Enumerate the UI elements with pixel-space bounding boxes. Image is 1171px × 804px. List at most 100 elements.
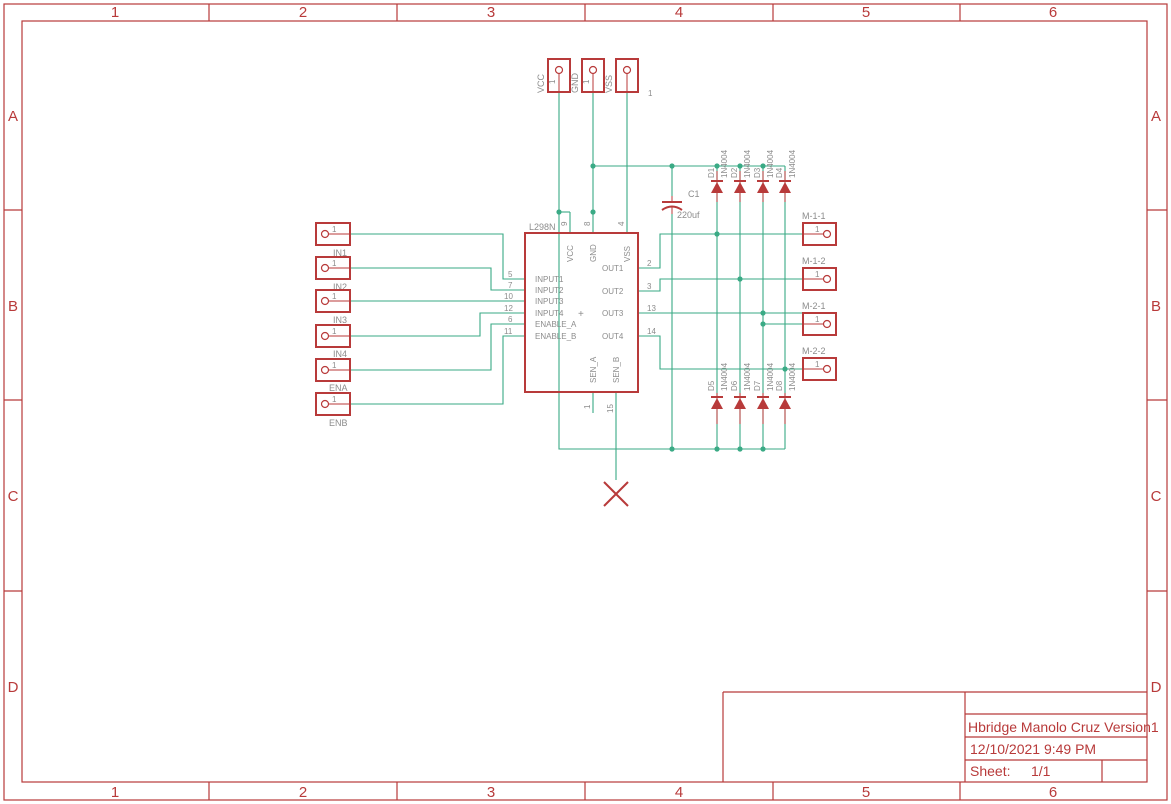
- col-label: 3: [487, 784, 495, 801]
- ic-pin-label: SEN_A: [589, 356, 598, 383]
- motor-connector-m21[interactable]: 1 M-2-1: [802, 301, 837, 336]
- ic-pin-number: 6: [508, 315, 513, 324]
- connector-name: GND: [570, 73, 580, 94]
- capacitor-name: C1: [688, 189, 700, 199]
- motor-connector-m12[interactable]: 1 M-1-2: [802, 256, 837, 291]
- connector-pin: 1: [332, 361, 337, 370]
- connector-pin: 1: [548, 79, 557, 84]
- row-label: C: [1151, 488, 1162, 505]
- diode-d3[interactable]: D3 1N4004: [753, 149, 775, 202]
- power-connector-vcc[interactable]: VCC 1: [536, 58, 571, 93]
- input-connector-in2[interactable]: 1 IN2: [315, 256, 351, 292]
- col-label: 5: [862, 784, 870, 801]
- connector-pin: 1: [332, 327, 337, 336]
- row-label: D: [8, 679, 19, 696]
- title-block-date: 12/10/2021 9:49 PM: [970, 741, 1096, 757]
- connector-name: IN3: [333, 315, 347, 325]
- diode-d8[interactable]: D8 1N4004: [775, 362, 797, 424]
- ic-pin-number: 13: [647, 304, 656, 313]
- motor-connector-m22[interactable]: 1 M-2-2: [802, 346, 837, 381]
- diode-d7[interactable]: D7 1N4004: [753, 362, 775, 424]
- power-connector-gnd[interactable]: GND 1: [570, 58, 605, 94]
- ic-pin-number: 10: [504, 292, 513, 301]
- col-label: 4: [675, 4, 683, 21]
- title-block-sheet-value: 1/1: [1031, 763, 1051, 779]
- ic-pin-label: INPUT2: [535, 286, 564, 295]
- diode-name: D3: [753, 167, 762, 178]
- ic-pin-label: SEN_B: [612, 357, 621, 383]
- input-connector-enb[interactable]: 1 ENB: [315, 392, 351, 428]
- col-label: 3: [487, 4, 495, 21]
- ic-l298n[interactable]: L298N + INPUT1 INPUT2 INPUT3 INPUT4 ENAB…: [504, 221, 656, 413]
- net-out1: [638, 233, 803, 269]
- title-block-title: Hbridge Manolo Cruz Version1: [968, 719, 1159, 735]
- diode-value: 1N4004: [788, 149, 797, 178]
- net-in4: [350, 312, 525, 337]
- ic-pin-label: OUT2: [602, 287, 624, 296]
- connector-name: M-1-2: [802, 256, 826, 266]
- connector-name: VSS: [604, 75, 614, 93]
- capacitor-value: 220uf: [677, 210, 700, 220]
- diode-value: 1N4004: [720, 362, 729, 391]
- connector-pin: 1: [332, 395, 337, 404]
- ic-pin-number: 5: [508, 270, 513, 279]
- row-label: C: [8, 488, 19, 505]
- diode-d2[interactable]: D2 1N4004: [730, 149, 752, 202]
- ic-pin-label: VCC: [566, 245, 575, 262]
- input-connector-in3[interactable]: 1 IN3: [315, 289, 351, 325]
- input-connector-in4[interactable]: 1 IN4: [315, 324, 351, 359]
- connector-name: ENB: [329, 418, 348, 428]
- col-label: 5: [862, 4, 870, 21]
- title-block-sheet-label: Sheet:: [970, 763, 1010, 779]
- diode-d4[interactable]: D4 1N4004: [775, 149, 797, 202]
- diode-value: 1N4004: [720, 149, 729, 178]
- ic-origin-mark: +: [578, 309, 584, 320]
- diode-name: D5: [707, 380, 716, 391]
- row-label: B: [1151, 298, 1161, 315]
- ic-pin-label: ENABLE_A: [535, 320, 577, 329]
- row-label: D: [1151, 679, 1162, 696]
- diode-name: D2: [730, 167, 739, 178]
- connector-name: M-2-2: [802, 346, 826, 356]
- ic-pin-number: 11: [504, 327, 513, 336]
- motor-connector-m11[interactable]: 1 M-1-1: [802, 211, 837, 246]
- diode-d1[interactable]: D1 1N4004: [707, 149, 729, 202]
- connector-name: IN1: [333, 248, 347, 258]
- column-labels-top: 1 2 3 4 5 6: [111, 4, 1057, 21]
- diode-d5[interactable]: D5 1N4004: [707, 362, 729, 424]
- row-label: B: [8, 298, 18, 315]
- net-in2: [350, 267, 525, 291]
- diode-name: D6: [730, 380, 739, 391]
- col-label: 1: [111, 784, 119, 801]
- ic-pin-label: GND: [589, 244, 598, 262]
- input-connector-ena[interactable]: 1 ENA: [315, 358, 351, 393]
- diode-name: D8: [775, 380, 784, 391]
- ic-pin-label: OUT3: [602, 309, 624, 318]
- ic-pin-label: INPUT4: [535, 309, 564, 318]
- input-connector-in1[interactable]: 1 IN1: [315, 222, 351, 258]
- power-connector-vss[interactable]: VSS 1: [604, 58, 653, 98]
- ic-pin-number: 4: [617, 221, 626, 226]
- net-out4: [638, 335, 803, 370]
- ic-pin-number: 8: [583, 221, 592, 226]
- ic-pin-label: OUT4: [602, 332, 624, 341]
- ic-pin-number: 2: [647, 259, 652, 268]
- ic-pin-number: 7: [508, 281, 513, 290]
- diode-d6[interactable]: D6 1N4004: [730, 362, 752, 424]
- ic-pin-number: 12: [504, 304, 513, 313]
- capacitor-c1[interactable]: C1 220uf: [661, 189, 700, 220]
- diode-value: 1N4004: [766, 149, 775, 178]
- ic-pin-label: OUT1: [602, 264, 624, 273]
- row-label: A: [8, 108, 18, 125]
- net-ena: [350, 323, 525, 371]
- connector-pin: 1: [582, 79, 591, 84]
- net-enb: [350, 335, 525, 405]
- net-out2: [638, 278, 803, 292]
- connector-pin: 1: [815, 360, 820, 369]
- col-label: 2: [299, 784, 307, 801]
- col-label: 4: [675, 784, 683, 801]
- column-labels-bottom: 1 2 3 4 5 6: [111, 784, 1057, 801]
- connector-pin: 1: [332, 259, 337, 268]
- col-label: 6: [1049, 784, 1057, 801]
